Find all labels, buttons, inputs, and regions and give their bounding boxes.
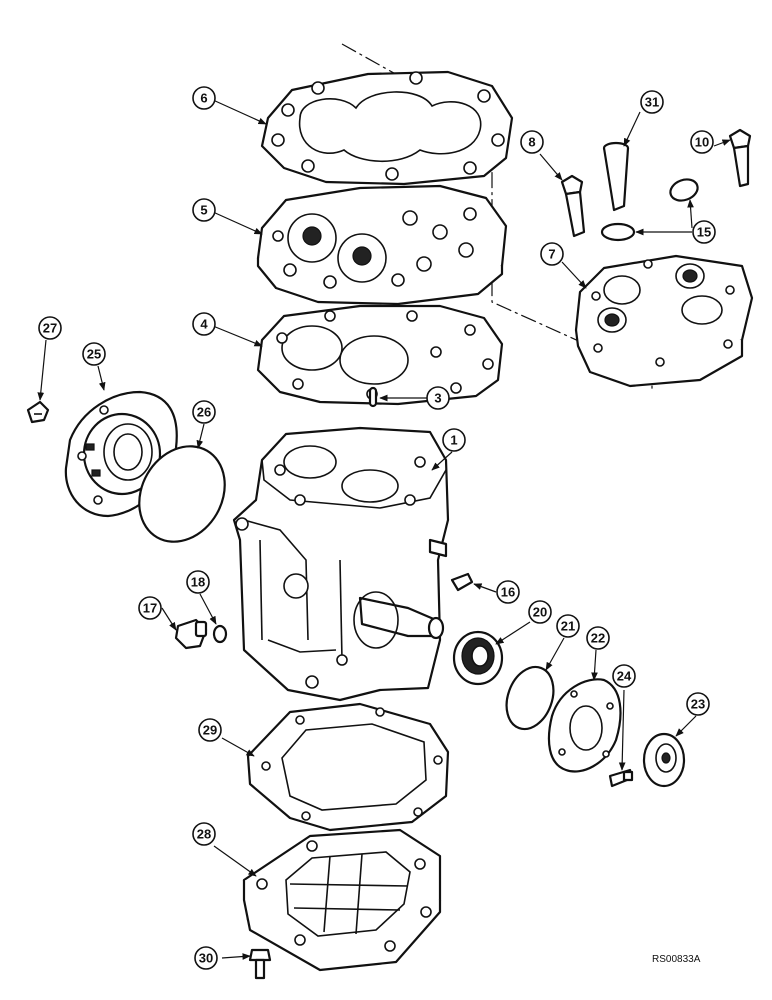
callout-26: 26 xyxy=(192,400,216,424)
callout-10-label: 10 xyxy=(695,135,709,150)
base-gasket-29-part xyxy=(246,702,450,832)
callout-8: 8 xyxy=(520,130,544,154)
callout-30-label: 30 xyxy=(199,951,213,966)
callout-24-label: 24 xyxy=(617,669,632,684)
callout-18-label: 18 xyxy=(191,575,205,590)
o-rings-15-part xyxy=(600,178,699,242)
callout-30: 30 xyxy=(194,946,218,970)
seal-plate-22-part xyxy=(547,678,622,773)
callout-29: 29 xyxy=(198,718,222,742)
callout-22-label: 22 xyxy=(591,631,605,646)
callout-3-label: 3 xyxy=(434,391,441,406)
callout-23: 23 xyxy=(686,692,710,716)
compressor-body-part xyxy=(232,426,450,702)
callout-20-label: 20 xyxy=(533,605,547,620)
callout-31-label: 31 xyxy=(645,95,659,110)
cylinder-head-7-part xyxy=(574,254,754,388)
callout-17-label: 17 xyxy=(143,601,157,616)
callout-7: 7 xyxy=(540,242,564,266)
callout-15: 15 xyxy=(692,220,716,244)
leader-lines xyxy=(37,99,731,960)
callout-24: 24 xyxy=(612,664,636,688)
callout-23-label: 23 xyxy=(691,697,705,712)
o-ring-21-part xyxy=(505,665,555,731)
callout-20: 20 xyxy=(528,600,552,624)
valve-plate-gasket-part xyxy=(256,304,504,406)
callout-1: 1 xyxy=(442,428,466,452)
plug-17-part xyxy=(174,618,208,650)
callout-28: 28 xyxy=(192,822,216,846)
callout-21-label: 21 xyxy=(561,619,575,634)
bolt-10-part xyxy=(728,128,752,188)
callout-6-label: 6 xyxy=(200,91,207,106)
bolt-30-part xyxy=(248,948,272,980)
callout-25-label: 25 xyxy=(87,347,101,362)
callout-18: 18 xyxy=(186,570,210,594)
callout-1-label: 1 xyxy=(450,433,457,448)
bottom-plate-28-part xyxy=(242,828,442,972)
callout-5: 5 xyxy=(192,198,216,222)
bolt-27-part xyxy=(26,400,50,424)
bolt-8-part xyxy=(560,174,586,238)
head-gasket-part xyxy=(260,70,514,186)
callout-6: 6 xyxy=(192,86,216,110)
callout-8-label: 8 xyxy=(528,135,535,150)
callout-25: 25 xyxy=(82,342,106,366)
reference-code: RS00833A xyxy=(652,954,701,965)
callout-5-label: 5 xyxy=(200,203,207,218)
o-ring-18-part xyxy=(212,624,228,644)
callout-22: 22 xyxy=(586,626,610,650)
callout-16: 16 xyxy=(496,580,520,604)
callout-29-label: 29 xyxy=(203,723,217,738)
callout-28-label: 28 xyxy=(197,827,211,842)
callout-4-label: 4 xyxy=(200,317,208,332)
callout-15-label: 15 xyxy=(697,225,711,240)
dust-cover-23-part xyxy=(642,732,686,788)
callout-16-label: 16 xyxy=(501,585,515,600)
o-ring-26-part xyxy=(138,445,226,543)
valve-plate-part xyxy=(256,184,508,306)
shaft-seal-20-part xyxy=(452,630,504,686)
tube-31-part xyxy=(602,141,630,212)
callout-7-label: 7 xyxy=(548,247,555,262)
screw-24-part xyxy=(608,768,634,788)
callout-27-label: 27 xyxy=(43,321,57,336)
key-16-part xyxy=(450,572,474,592)
callout-3: 3 xyxy=(426,386,450,410)
callout-21: 21 xyxy=(556,614,580,638)
callout-4: 4 xyxy=(192,312,216,336)
callout-10: 10 xyxy=(690,130,714,154)
callout-26-label: 26 xyxy=(197,405,211,420)
dowel-pin-part xyxy=(368,386,378,408)
callout-31: 31 xyxy=(640,90,664,114)
callout-17: 17 xyxy=(138,596,162,620)
callout-27: 27 xyxy=(38,316,62,340)
